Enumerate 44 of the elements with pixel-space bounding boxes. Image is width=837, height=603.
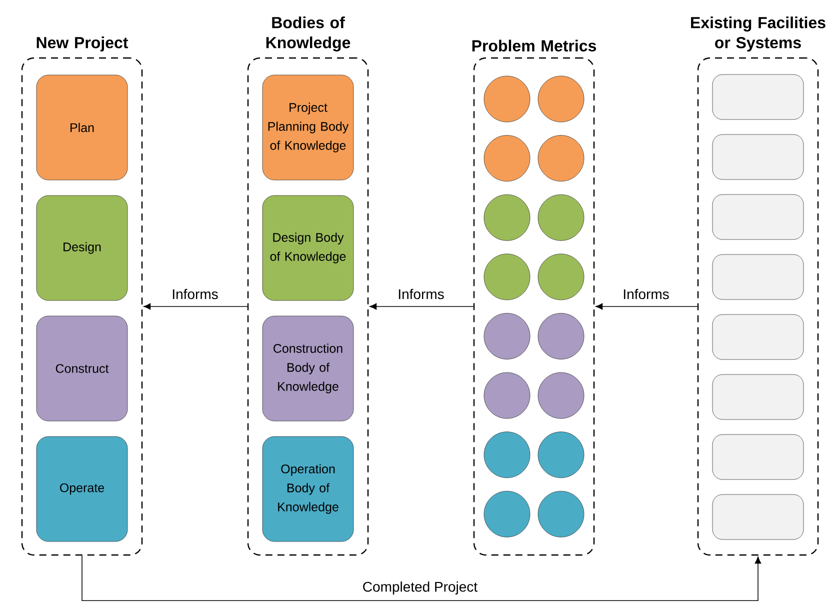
knowledge-box: Operation Body of Knowledge	[262, 436, 354, 542]
arrow	[144, 303, 248, 310]
process-box: Construct	[36, 316, 128, 422]
metric-circle	[484, 372, 530, 419]
column-heading: Problem Metrics	[472, 40, 596, 52]
facility-box	[712, 434, 804, 480]
arrow	[596, 303, 698, 310]
facility-box	[712, 314, 804, 360]
facility-box	[712, 194, 804, 240]
metric-circle	[538, 254, 584, 300]
arrow	[370, 303, 474, 310]
metric-circle	[538, 490, 584, 538]
metric-circle	[484, 76, 530, 122]
column-heading: New Project	[36, 36, 128, 52]
metric-circle	[538, 432, 584, 478]
arrow	[82, 555, 762, 601]
metric-circle	[538, 76, 584, 122]
knowledge-box: Project Planning Body of Knowledge	[262, 74, 354, 180]
process-box: Operate	[36, 436, 128, 542]
edge-label: Informs	[172, 288, 218, 300]
edge-label: Informs	[624, 288, 669, 300]
edge-label: Completed Project	[363, 581, 478, 595]
metric-circle	[484, 194, 530, 241]
column-heading: Bodies of Knowledge	[266, 16, 350, 52]
metric-circle	[484, 254, 530, 300]
facility-box	[712, 374, 804, 420]
metric-circle	[538, 313, 584, 360]
metric-circle	[484, 313, 530, 360]
metric-circle	[538, 194, 584, 241]
edge-label: Informs	[398, 288, 444, 300]
metric-circle	[538, 372, 584, 419]
facility-box	[712, 134, 804, 180]
process-box: Plan	[36, 74, 128, 180]
metric-circle	[484, 490, 530, 538]
process-box: Design	[36, 195, 128, 301]
column-heading: Existing Facilities or Systems	[691, 16, 826, 52]
facility-box	[712, 74, 804, 120]
metric-circle	[484, 135, 530, 182]
facility-box	[712, 254, 804, 300]
knowledge-box: Construction Body of Knowledge	[262, 316, 354, 422]
metric-circle	[484, 432, 530, 478]
knowledge-box: Design Body of Knowledge	[262, 195, 354, 301]
facility-box	[712, 494, 804, 540]
metric-circle	[538, 135, 584, 182]
